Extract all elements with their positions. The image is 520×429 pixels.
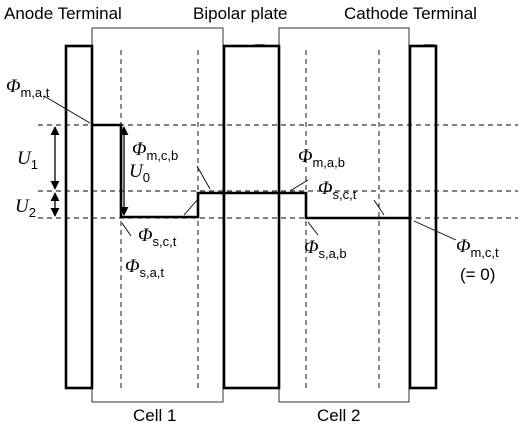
bipolar-plate <box>222 44 281 390</box>
cell-centerlines <box>120 50 380 388</box>
phi-s-c-t-right-label: Φs,c,t <box>318 178 357 202</box>
cell-1-label: Cell 1 <box>133 406 176 425</box>
cell-1-frame <box>91 27 224 403</box>
phi-m-c-t-label: Φm,c,t <box>456 236 499 260</box>
phi-m-c-t-zero-note: (= 0) <box>460 265 495 284</box>
cathode-terminal-label: Cathode Terminal <box>344 4 477 23</box>
anode-terminal-label: Anode Terminal <box>4 4 122 23</box>
anode-terminal-plate <box>64 44 94 390</box>
phi-m-a-b-label: Φm,a,b <box>298 146 345 170</box>
phi-s-a-t-label: Φs,a,t <box>125 256 164 280</box>
phi-m-a-t-label: Φm,a,t <box>6 76 50 100</box>
u2-label: U2 <box>15 196 36 220</box>
cathode-terminal-plate <box>408 44 438 390</box>
phi-s-c-t-left-label: Φs,c,t <box>138 225 177 249</box>
u0-label: U0 <box>129 161 150 185</box>
leader-lines <box>43 95 457 241</box>
cell-2-frame <box>278 27 410 403</box>
bipolar-plate-label: Bipolar plate <box>193 4 288 23</box>
phi-m-c-b-label: Φm,c,b <box>132 139 178 163</box>
potential-reference-lines <box>38 124 518 219</box>
cell-2-label: Cell 2 <box>317 406 360 425</box>
u1-label: U1 <box>17 148 38 172</box>
phi-s-a-b-label: Φs,a,b <box>304 237 347 261</box>
